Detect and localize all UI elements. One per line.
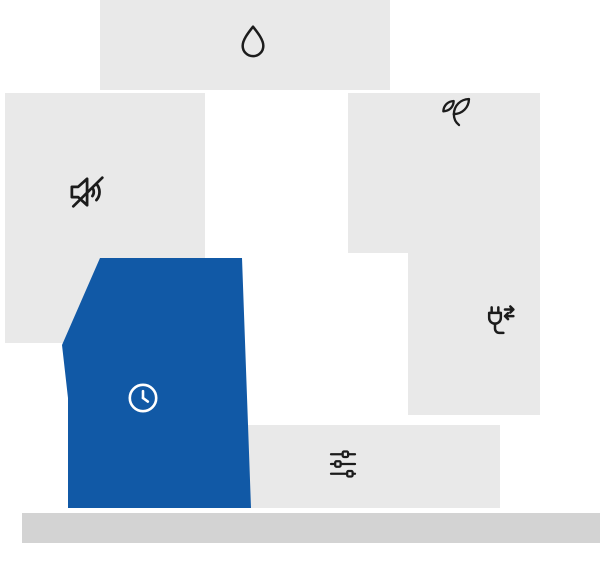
clock-icon [128, 383, 158, 413]
sliders-icon-strokes [329, 450, 357, 478]
leaves-icon-strokes [442, 97, 471, 127]
bottom-strip [22, 513, 600, 543]
droplet-icon-strokes [241, 25, 265, 58]
clock-icon-strokes [128, 383, 158, 413]
power-cable-swap-icon-strokes [487, 305, 515, 335]
speaker-mute-icon-strokes [70, 176, 104, 208]
power-source-tile [408, 93, 540, 415]
schedule-accent-shape [62, 258, 251, 508]
droplet-icon [241, 25, 265, 58]
adjustments-tile [212, 425, 500, 508]
power-cable-swap-icon [487, 305, 515, 335]
accent-polygon [62, 258, 251, 508]
sliders-icon [329, 450, 357, 478]
speaker-mute-icon [70, 176, 104, 208]
water-tile [100, 0, 390, 90]
leaves-icon [442, 97, 471, 127]
